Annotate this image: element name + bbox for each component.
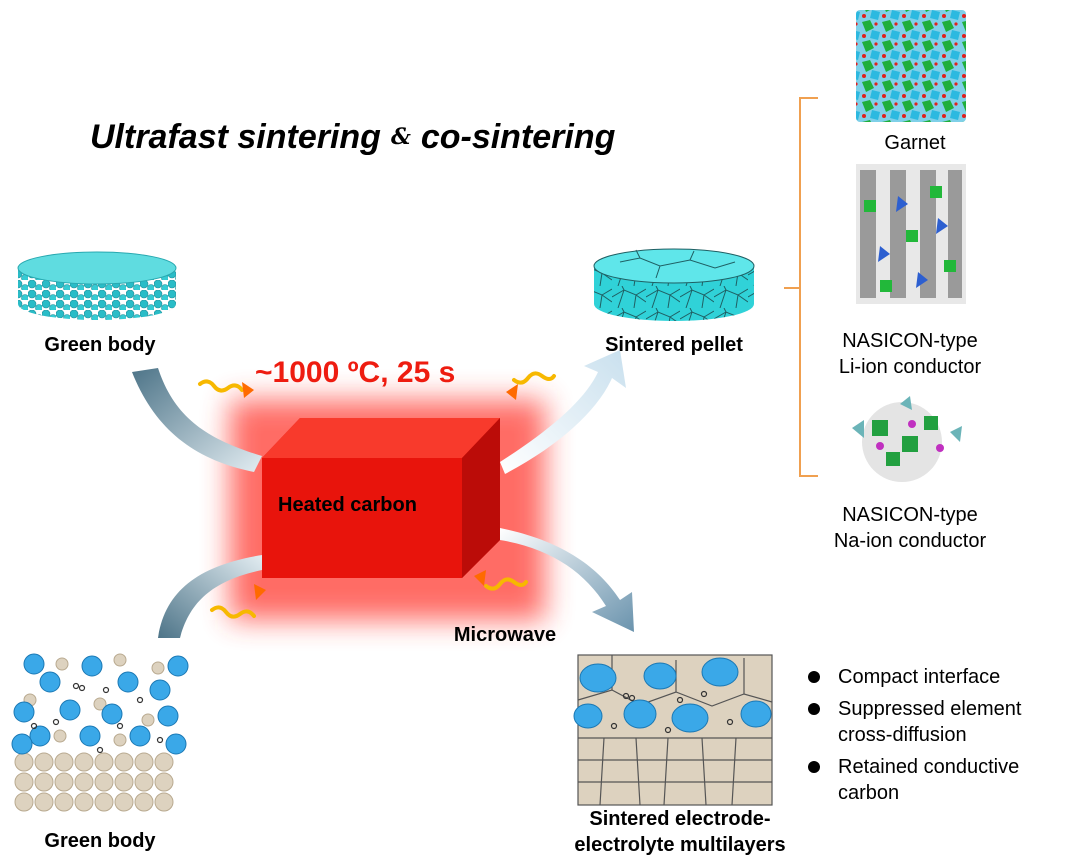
sintered-multilayer [573, 654, 773, 806]
material-label-nasicon-na: NASICON-type Na-ion conductor [833, 504, 987, 552]
arrow-to-multilayer [500, 528, 634, 632]
heat-wave-icons [198, 371, 556, 619]
feature-item: Compact interface [804, 664, 1074, 690]
feature-list: Compact interface Suppressed element cro… [804, 664, 1074, 812]
page-title: Ultrafast sintering&co-sintering [90, 118, 615, 157]
green-body-label-bottom: Green body [44, 830, 156, 852]
materials-bracket [784, 97, 818, 477]
temperature-label: ~1000 ºC, 25 s [255, 356, 456, 389]
arrow-to-pellet [500, 350, 626, 474]
title-second: co-sintering [420, 118, 616, 156]
material-label-nasicon-li: NASICON-type Li-ion conductor [838, 330, 982, 378]
arrow-bottomleft-in [158, 555, 262, 638]
nasicon-na-structure [852, 396, 962, 482]
title-amp: & [390, 124, 411, 150]
arrow-topleft-in [132, 368, 262, 472]
multilayer-label: Sintered electrode- electrolyte multilay… [560, 806, 800, 858]
microwave-label: Microwave [453, 624, 557, 646]
sintered-pellet-disk [593, 248, 755, 321]
material-label-garnet: Garnet [884, 132, 946, 154]
multilayer-label-line1: Sintered electrode- [589, 808, 771, 830]
heated-carbon-label: Heated carbon [278, 494, 417, 516]
title-main: Ultrafast sintering [90, 118, 381, 156]
garnet-structure [856, 10, 966, 122]
sintered-pellet-label: Sintered pellet [605, 334, 743, 356]
green-body-label-top: Green body [44, 334, 156, 356]
nasicon-li-structure [856, 164, 966, 304]
green-body-disk [17, 251, 177, 320]
feature-item: Suppressed element cross-diffusion [804, 696, 1074, 748]
multilayer-label-line2: electrolyte multilayers [574, 834, 786, 856]
green-body-particles [11, 653, 189, 812]
feature-item: Retained conductive carbon [804, 754, 1074, 806]
